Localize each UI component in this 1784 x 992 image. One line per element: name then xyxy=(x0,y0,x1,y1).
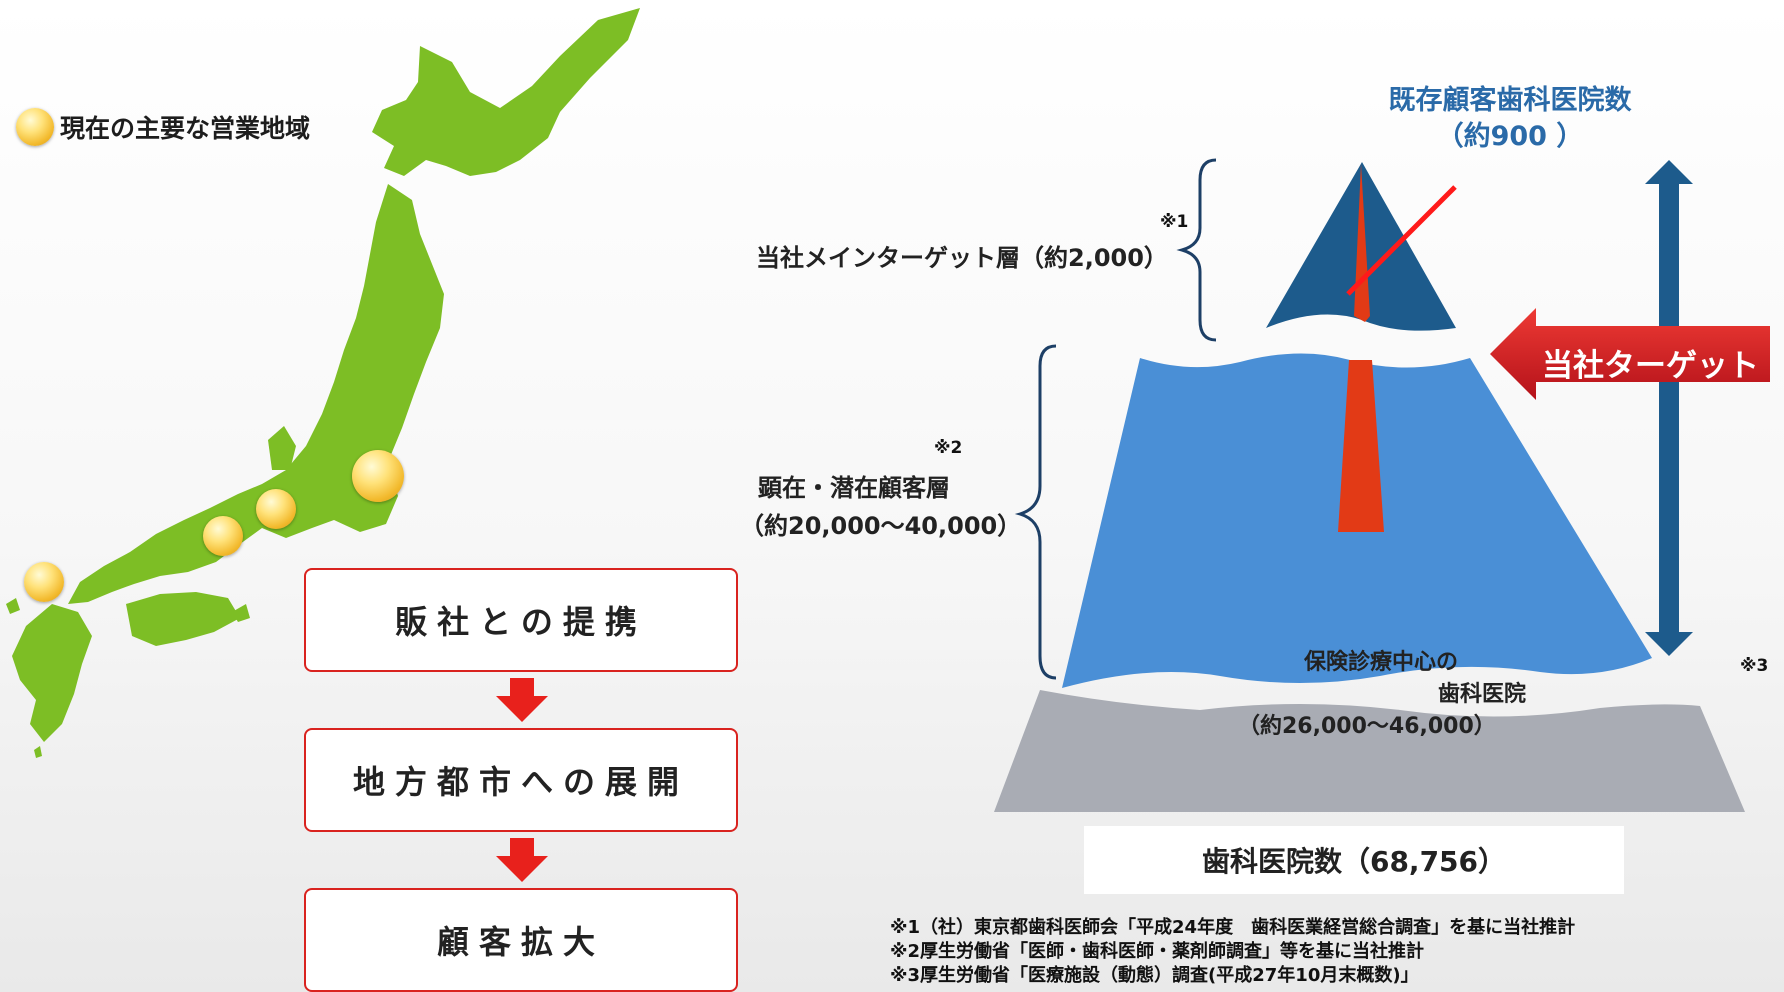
flow-step-1: 販社との提携 xyxy=(304,568,738,672)
existing-customers-title: 既存顧客歯科医院数 xyxy=(1388,85,1632,116)
footnote-1: ※1（社）東京都歯科医師会「平成24年度 歯科医業経営総合調査」を基に当社推計 xyxy=(890,917,1576,938)
latent-label: 顕在・潜在顧客層 xyxy=(758,474,950,502)
pyramid-base-layer xyxy=(994,690,1745,812)
insurance-range: （約26,000～46,000） xyxy=(1238,714,1496,739)
footnote-3: ※3厚生労働省「医療施設（動態）調査(平成27年10月末概数)」 xyxy=(890,965,1419,986)
latent-marker: ※2 xyxy=(934,438,963,458)
target-label: 当社ターゲット xyxy=(1542,348,1759,384)
legend: 現在の主要な営業地域 xyxy=(16,108,310,146)
kyushu-shape xyxy=(12,604,92,742)
flow-arrow-1-icon xyxy=(496,678,548,722)
legend-label: 現在の主要な営業地域 xyxy=(60,114,311,143)
japan-map xyxy=(6,8,640,758)
flow-step-3: 顧客拡大 xyxy=(304,888,738,992)
gold-circle-icon xyxy=(16,108,54,146)
flow-arrow-2-icon xyxy=(496,838,548,882)
hokkaido-shape xyxy=(372,8,640,176)
main-target-marker: ※1 xyxy=(1160,212,1189,232)
flow-step-2: 地方都市への展開 xyxy=(304,728,738,832)
footnote-2: ※2厚生労働省「医師・歯科医師・薬剤師調査」等を基に当社推計 xyxy=(890,941,1425,962)
brace-latent xyxy=(1014,344,1057,680)
pyramid-center-wedge-lower xyxy=(1338,360,1384,532)
brace-main-target xyxy=(1176,158,1217,342)
latent-range: （約20,000～40,000） xyxy=(740,512,1022,540)
sales-area-nagoya-icon xyxy=(256,489,296,529)
main-target-label: 当社メインターゲット層（約2,000） xyxy=(756,244,1168,272)
honshu-shape xyxy=(68,184,444,604)
existing-customers-count: （約900 ） xyxy=(1436,121,1584,152)
footnotes: ※1（社）東京都歯科医師会「平成24年度 歯科医業経営総合調査」を基に当社推計 … xyxy=(890,916,1575,988)
sales-area-tokyo-icon xyxy=(352,450,404,502)
arrow-marker: ※3 xyxy=(1740,656,1769,676)
dental-clinic-total: 歯科医院数（68,756） xyxy=(1084,826,1624,894)
sales-area-osaka-icon xyxy=(203,516,243,556)
sales-area-fukuoka-icon xyxy=(24,562,64,602)
strike-line xyxy=(1346,185,1457,296)
shikoku-shape xyxy=(126,592,240,646)
insurance-label-2: 歯科医院 xyxy=(1438,682,1527,707)
pyramid-diagram xyxy=(994,158,1745,812)
insurance-label-1: 保険診療中心の xyxy=(1304,650,1459,675)
target-arrow-icon xyxy=(1490,308,1770,400)
